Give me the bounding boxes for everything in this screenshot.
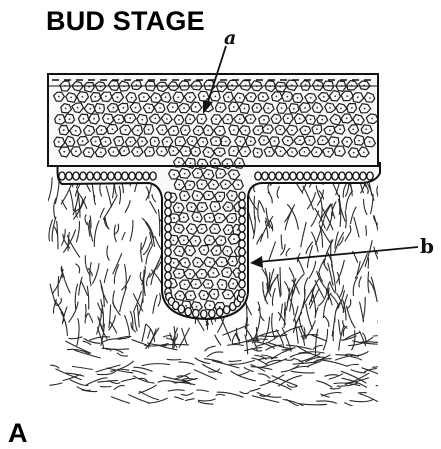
panel-label: A [8,418,28,449]
diagram-title: BUD STAGE [46,6,205,37]
label-a: a [224,27,236,49]
label-b-arrowhead [250,256,263,268]
label-b: b [420,234,434,258]
